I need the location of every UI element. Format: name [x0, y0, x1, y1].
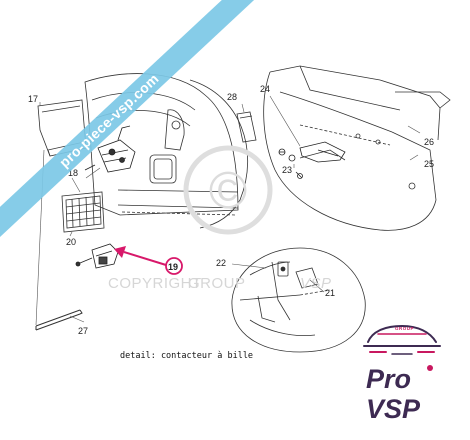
part-27-rod [35, 309, 83, 331]
callout-22: 22 [216, 258, 226, 268]
callout-18: 18 [68, 168, 78, 178]
copyright-text: COPYRIGHT [108, 275, 202, 292]
part-20-grille [61, 191, 105, 233]
callout-23: 23 [282, 165, 292, 175]
leader-lines-lower [231, 263, 325, 293]
callout-28: 28 [227, 92, 237, 102]
callout-19: 19 [168, 262, 178, 272]
banner-text: pro-piece-vsp.com [56, 70, 162, 170]
detail-circle-upper [189, 79, 248, 229]
callout-21: 21 [325, 288, 335, 298]
callout-19-ring [165, 257, 183, 275]
car-icon [363, 324, 441, 355]
detail-caption: detail: contacteur à bille [120, 351, 253, 361]
provsp-logo: GROUP Pro VSP [363, 324, 441, 424]
callout-24: 24 [260, 84, 270, 94]
callout-25: 25 [424, 159, 434, 169]
callout-26: 26 [424, 137, 434, 147]
callout-labels: 17 18 19 20 21 22 23 24 25 26 27 28 [28, 84, 434, 336]
callout-20: 20 [66, 237, 76, 247]
detail-circle-lower [231, 247, 366, 353]
part-28-plate [236, 111, 257, 143]
part-19-ball-switch [75, 243, 119, 269]
logo-pro-text: Pro [366, 364, 411, 394]
callout-27: 27 [78, 326, 88, 336]
part-23-24-bracket [278, 141, 346, 179]
copyright-watermark: © COPYRIGHT GROUP VSP [108, 145, 332, 292]
lock-mechanism [84, 125, 136, 173]
copyright-symbol: © [209, 162, 247, 220]
tailgate-panel [263, 65, 451, 231]
watermark-group-text: GROUP [188, 275, 246, 292]
leader-lines-right [241, 95, 421, 168]
logo-vsp-text: VSP [366, 394, 421, 424]
watermark-vsp-text: VSP [300, 275, 332, 292]
highlight-arrow [114, 246, 167, 266]
callout-17: 17 [28, 94, 38, 104]
logo-accent-dot [427, 365, 433, 371]
logo-group-text: GROUP [395, 326, 414, 331]
